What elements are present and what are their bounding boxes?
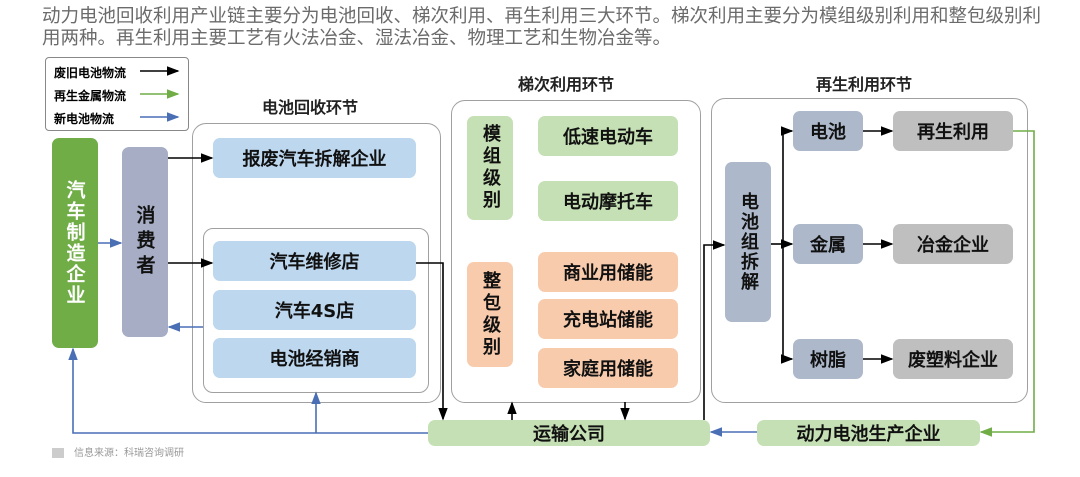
pack-item: 充电站储能 (538, 299, 678, 339)
pack-item: 家庭用储能 (538, 348, 678, 388)
consumer-box: 消费者 (122, 147, 168, 337)
module-level-box: 模组级别 (467, 116, 513, 220)
disassembly-box: 电池组拆解 (725, 162, 771, 322)
regen-frame (711, 98, 1028, 403)
legend-recycled-metal: 再生金属物流 (54, 89, 127, 103)
module-item: 电动摩托车 (538, 181, 678, 221)
regen-title: 再生利用环节 (816, 75, 913, 94)
source-text: 信息来源：科瑞咨询调研 (74, 448, 184, 459)
legend-waste-battery: 废旧电池物流 (54, 66, 127, 80)
legend-new-battery: 新电池物流 (54, 112, 115, 126)
transport-box: 运输公司 (428, 420, 710, 446)
output-box: 废塑料企业 (893, 339, 1013, 379)
pack-level-box: 整包级别 (467, 262, 513, 367)
producer-box: 动力电池生产企业 (757, 420, 980, 446)
cascade-frame (451, 100, 701, 403)
output-box: 冶金企业 (893, 224, 1013, 264)
retail-item: 汽车4S店 (213, 290, 416, 330)
module-item: 低速电动车 (538, 116, 678, 156)
material-box: 电池 (793, 111, 863, 151)
retail-item: 汽车维修店 (213, 241, 416, 281)
source-note: 信息来源：科瑞咨询调研 (52, 444, 184, 459)
legend: 废旧电池物流 再生金属物流 新电池物流 (45, 57, 189, 131)
retail-item: 电池经销商 (213, 338, 416, 378)
output-box: 再生利用 (893, 111, 1013, 151)
source-icon (52, 448, 64, 458)
dismantler-box: 报废汽车拆解企业 (213, 138, 416, 178)
material-box: 树脂 (793, 339, 863, 379)
intro-text: 动力电池回收利用产业链主要分为电池回收、梯次利用、再生利用三大环节。梯次利用主要… (42, 6, 1042, 49)
recycling-title: 电池回收环节 (262, 98, 359, 117)
material-box: 金属 (793, 224, 863, 264)
cascade-title: 梯次利用环节 (518, 75, 615, 94)
manufacturer-box: 汽车制造企业 (52, 138, 98, 348)
pack-item: 商业用储能 (538, 252, 678, 292)
